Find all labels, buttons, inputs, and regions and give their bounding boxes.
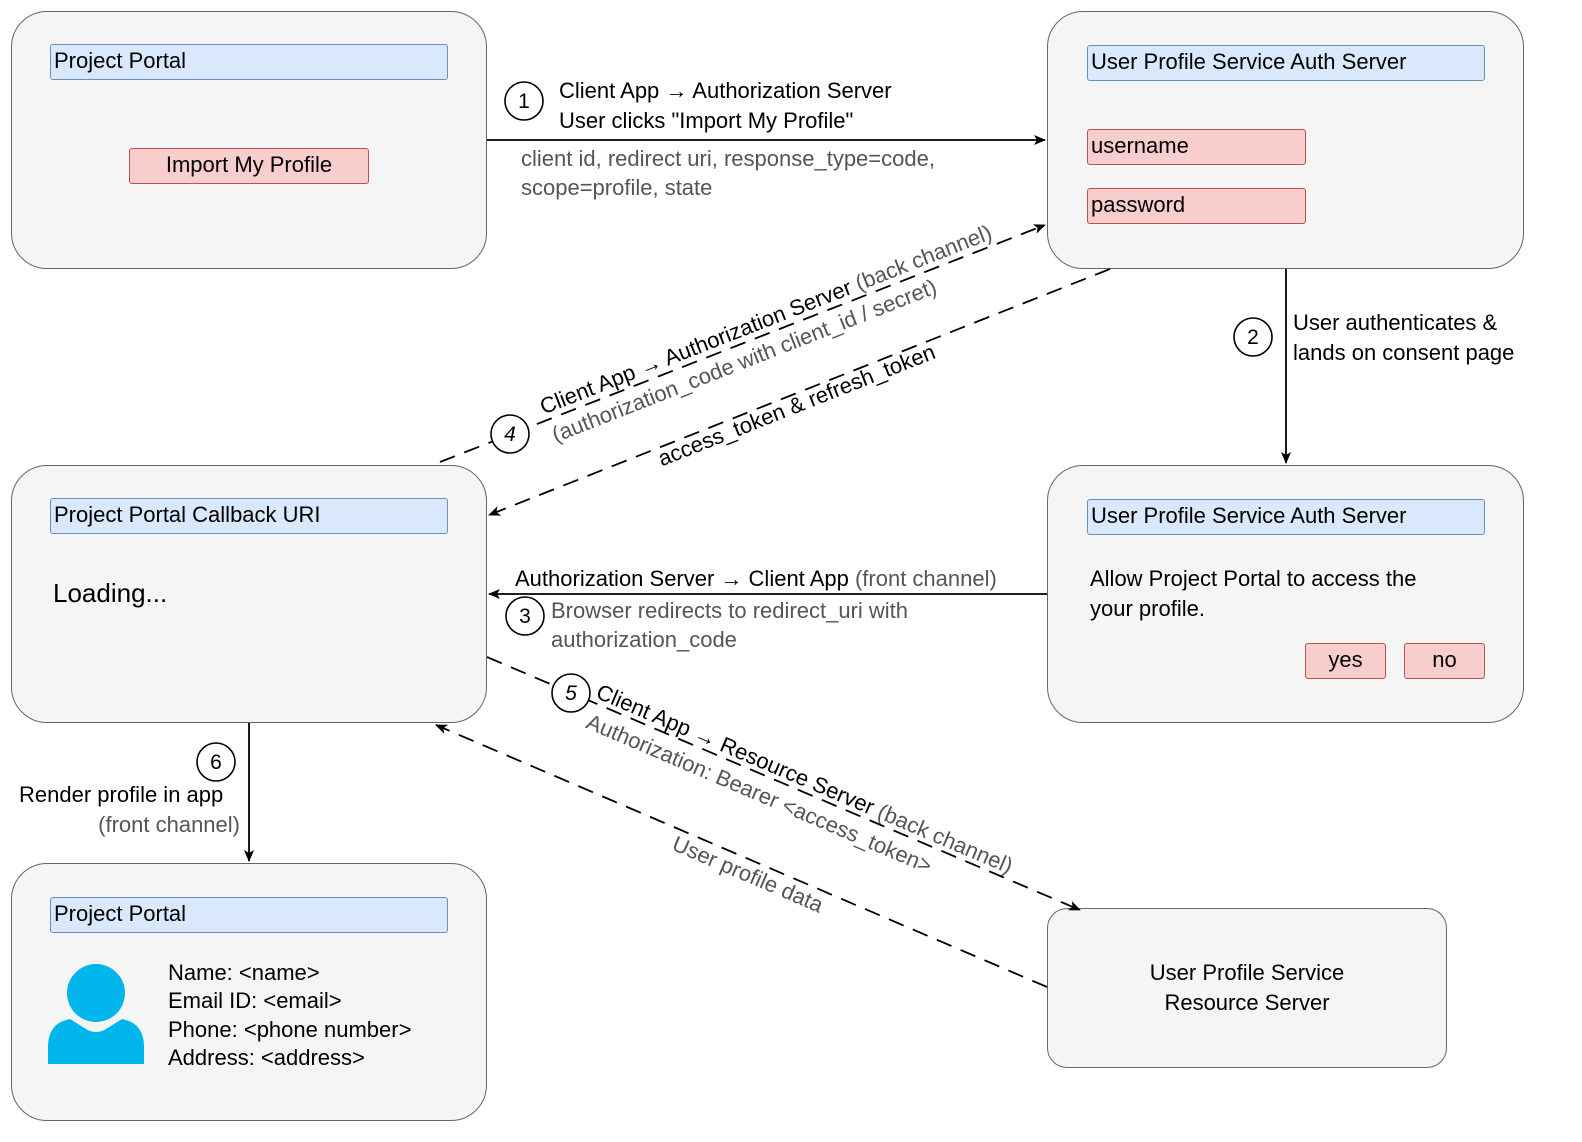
step1-detail2: scope=profile, state	[521, 175, 713, 200]
step6-line2: (front channel)	[98, 812, 240, 837]
resource-server-panel	[1047, 908, 1447, 1068]
svg-text:2: 2	[1247, 326, 1259, 349]
step2-line2: lands on consent page	[1293, 340, 1515, 365]
profile-name: Name: <name>	[168, 960, 320, 985]
svg-text:3: 3	[519, 605, 531, 628]
project-portal-title: Project Portal	[50, 44, 448, 80]
step2-marker: 2	[1233, 317, 1273, 357]
username-field[interactable]: username	[1087, 129, 1306, 165]
consent-title: User Profile Service Auth Server	[1087, 499, 1485, 535]
callback-title: Project Portal Callback URI	[50, 498, 448, 534]
profile-phone: Phone: <phone number>	[168, 1017, 412, 1042]
import-profile-button[interactable]: Import My Profile	[129, 148, 369, 184]
user-icon	[48, 964, 144, 1064]
consent-no-button[interactable]: no	[1404, 643, 1485, 679]
arrow-step4-request	[439, 224, 1046, 463]
step3-detail1: Browser redirects to redirect_uri with	[551, 598, 909, 623]
step4-marker: 4	[490, 414, 530, 454]
step1-marker: 1	[504, 81, 544, 121]
step3-main: Authorization Server → Client App	[515, 566, 849, 591]
svg-text:5: 5	[565, 682, 577, 705]
arrow-step4-response	[488, 268, 1111, 516]
step1-line2: User clicks "Import My Profile"	[559, 108, 854, 133]
step1-line1: Client App → Authorization Server	[559, 78, 892, 103]
resource-server-line2: Resource Server	[1164, 990, 1330, 1015]
step1-detail1: client id, redirect uri, response_type=c…	[521, 146, 935, 171]
profile-title: Project Portal	[50, 897, 448, 933]
consent-yes-button[interactable]: yes	[1305, 643, 1386, 679]
step6-line1: Render profile in app	[19, 782, 224, 807]
step3-detail2: authorization_code	[551, 627, 737, 652]
profile-address: Address: <address>	[168, 1045, 365, 1070]
consent-message-line1: Allow Project Portal to access the	[1090, 566, 1417, 591]
svg-text:6: 6	[210, 751, 222, 774]
consent-message-line2: your profile.	[1090, 596, 1205, 621]
step5-marker: 5	[551, 673, 591, 713]
resource-server-line1: User Profile Service	[1149, 960, 1345, 985]
loading-text: Loading...	[53, 578, 168, 608]
svg-text:4: 4	[504, 423, 516, 446]
svg-text:1: 1	[518, 90, 530, 113]
profile-email: Email ID: <email>	[168, 988, 342, 1013]
step3-note: (front channel)	[854, 566, 997, 591]
auth-login-title: User Profile Service Auth Server	[1087, 45, 1485, 81]
password-field[interactable]: password	[1087, 188, 1306, 224]
arrow-step5-response	[435, 724, 1048, 988]
step2-line1: User authenticates &	[1293, 310, 1498, 335]
step6-marker: 6	[196, 742, 236, 782]
step3-line1: Authorization Server → Client App (front…	[515, 564, 997, 594]
step3-marker: 3	[505, 596, 545, 636]
